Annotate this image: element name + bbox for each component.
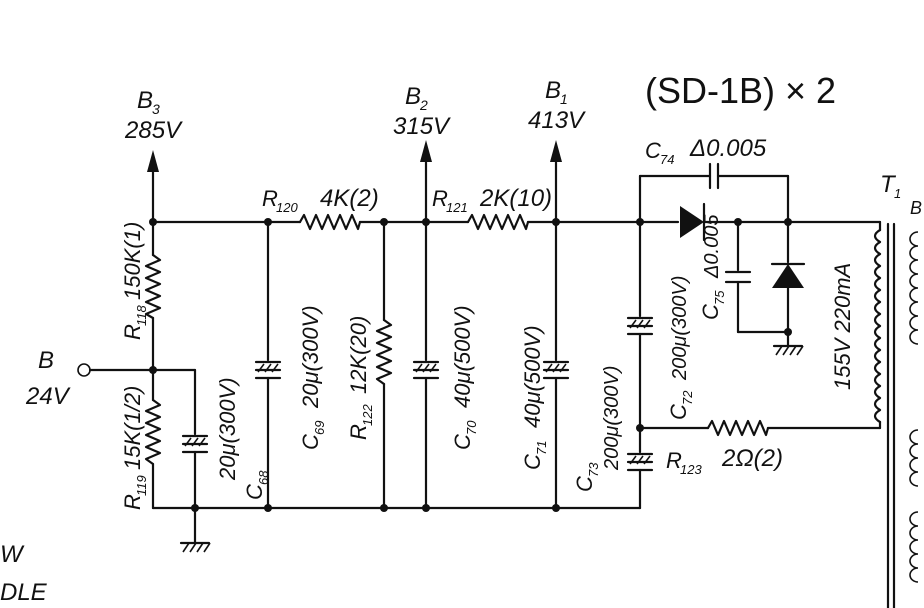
- b3-sub: 3: [152, 101, 160, 117]
- b-input-label: B: [38, 347, 54, 374]
- c68-capacitor: 20μ(300V) C 68: [181, 368, 271, 510]
- c71-num: 71: [534, 441, 549, 455]
- r118-ref: R: [120, 324, 145, 340]
- c68-ref: C: [242, 484, 267, 500]
- fragment-text-2: DLE: [0, 579, 48, 606]
- c74-value: Δ0.005: [689, 135, 767, 162]
- r120-num: 120: [276, 200, 298, 215]
- r123-ref: R: [666, 448, 682, 473]
- transformer-num: 1: [894, 186, 901, 201]
- b1-sub: 1: [560, 91, 568, 107]
- b3-label: B: [137, 87, 153, 114]
- r119-num: 119: [134, 475, 149, 496]
- c73-value: 200μ(300V): [601, 366, 623, 471]
- c70-capacitor: C 70 40μ(500V): [412, 220, 479, 510]
- c69-value: 20μ(300V): [298, 305, 323, 409]
- r119-resistor: R 119 15K(1/2): [120, 368, 162, 510]
- c69-ref: C: [298, 434, 323, 450]
- page-title: (SD-1B) × 2: [645, 70, 836, 111]
- b2-output: B 2 315V: [393, 83, 451, 224]
- r122-value: 12K(20): [346, 316, 371, 394]
- c73-num: 73: [586, 462, 601, 477]
- r122-num: 122: [360, 404, 375, 426]
- r119-ref: R: [120, 494, 145, 510]
- c73-ref: C: [572, 476, 597, 492]
- transformer-t1: T 1 B: [873, 171, 922, 608]
- c71-ref: C: [520, 454, 545, 470]
- r121-resistor: R 121 2K(10): [432, 185, 552, 231]
- c75-value: Δ0.005: [701, 214, 723, 279]
- r118-resistor: R 118 150K(1): [120, 220, 162, 372]
- c75-capacitor: C 75 Δ0.005: [698, 214, 790, 334]
- r123-num: 123: [680, 462, 702, 477]
- b1-output: B 1 413V: [528, 77, 586, 224]
- shunt-diode: [770, 220, 806, 348]
- c71-value: 40μ(500V): [520, 325, 545, 428]
- c70-value: 40μ(500V): [450, 305, 475, 408]
- b2-label: B: [405, 83, 421, 110]
- c74-num: 74: [660, 152, 674, 167]
- transformer-ref: T: [880, 171, 897, 198]
- c73-capacitor: C 73 200μ(300V): [572, 366, 654, 510]
- ground-symbol-right: [772, 344, 804, 356]
- c69-capacitor: C 69 20μ(300V): [254, 220, 327, 510]
- r119-value: 15K(1/2): [120, 386, 145, 470]
- c74-ref: C: [645, 138, 661, 163]
- c72-value: 200μ(300V): [669, 276, 691, 381]
- c75-ref: C: [698, 304, 723, 320]
- transformer-winding-label: 155V 220mA: [830, 263, 855, 390]
- c68-value: 20μ(300V): [215, 377, 240, 481]
- junction-dots: [149, 218, 792, 512]
- b3-output: B 3 285V: [124, 87, 183, 224]
- r118-num: 118: [134, 305, 149, 326]
- c70-num: 70: [464, 420, 479, 435]
- b2-sub: 2: [419, 97, 428, 113]
- b1-label: B: [545, 77, 561, 104]
- r123-value: 2Ω(2): [721, 445, 783, 472]
- c72-capacitor: C 72 200μ(300V): [626, 220, 695, 430]
- r120-ref: R: [262, 186, 278, 211]
- b1-voltage: 413V: [528, 107, 586, 134]
- r121-value: 2K(10): [479, 185, 552, 212]
- r122-ref: R: [346, 424, 371, 440]
- b-input-voltage: 24V: [25, 383, 71, 410]
- c69-num: 69: [312, 421, 327, 435]
- r120-resistor: R 120 4K(2): [262, 185, 379, 231]
- r122-resistor: R 122 12K(20): [346, 220, 393, 510]
- r121-num: 121: [446, 200, 468, 215]
- c71-capacitor: C 71 40μ(500V): [520, 220, 570, 510]
- c74-capacitor: C 74 Δ0.005: [638, 135, 790, 224]
- r120-value: 4K(2): [320, 185, 379, 212]
- c70-ref: C: [450, 434, 475, 450]
- r123-resistor: R 123 2Ω(2): [638, 419, 882, 477]
- c75-num: 75: [712, 290, 727, 305]
- fragment-text-1: W: [0, 541, 25, 568]
- r121-ref: R: [432, 186, 448, 211]
- r118-value: 150K(1): [120, 222, 145, 300]
- series-diode: [680, 202, 706, 242]
- c72-num: 72: [680, 390, 695, 405]
- b3-voltage: 285V: [124, 117, 183, 144]
- b-input: B 24V: [25, 347, 197, 410]
- b2-voltage: 315V: [393, 113, 451, 140]
- transformer-tap: B: [910, 198, 922, 218]
- ground-symbol-left: [179, 506, 211, 553]
- c72-ref: C: [666, 404, 691, 420]
